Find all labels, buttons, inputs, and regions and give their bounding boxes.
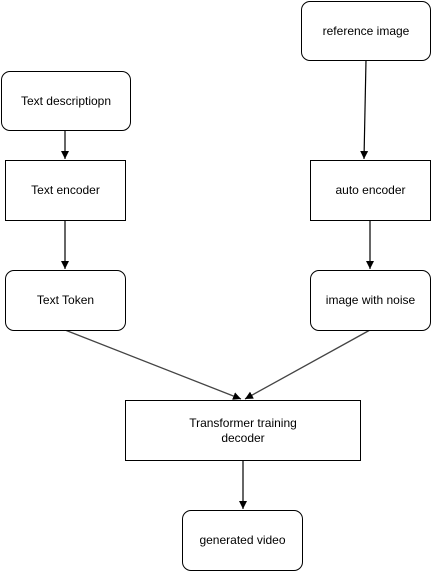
text-token-node: Text Token bbox=[5, 270, 126, 331]
image-with-noise-label: image with noise bbox=[325, 293, 416, 307]
reference-image-node: reference image bbox=[301, 1, 431, 61]
generated-video-node: generated video bbox=[182, 510, 303, 571]
text-encoder-label: Text encoder bbox=[31, 183, 100, 197]
arrow-text-token-to-transformer bbox=[64, 329, 242, 400]
arrow-reference-to-auto-encoder bbox=[360, 59, 369, 160]
transformer-decoder-node: Transformer training decoder bbox=[125, 400, 361, 461]
text-encoder-node: Text encoder bbox=[5, 160, 126, 221]
image-with-noise-node: image with noise bbox=[310, 270, 431, 331]
generated-video-label: generated video bbox=[199, 533, 286, 547]
text-token-label: Text Token bbox=[36, 293, 95, 307]
text-description-node: Text descriptiopn bbox=[1, 71, 131, 131]
auto-encoder-label: auto encoder bbox=[335, 183, 406, 197]
text-description-label: Text descriptiopn bbox=[20, 93, 112, 108]
reference-image-label: reference image bbox=[322, 23, 410, 38]
arrow-image-noise-to-transformer bbox=[244, 329, 371, 400]
auto-encoder-node: auto encoder bbox=[310, 160, 431, 221]
transformer-decoder-label: Transformer training decoder bbox=[189, 415, 297, 445]
